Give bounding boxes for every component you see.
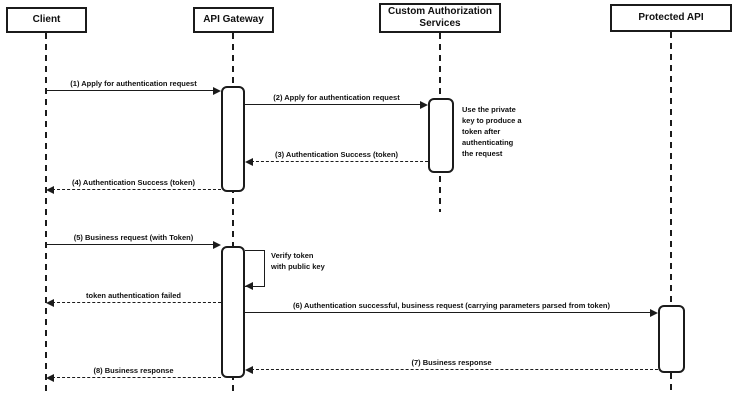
arrowhead-left-icon [245,282,253,290]
actor-box-custom-authorization-services: Custom Authorization Services [379,3,501,33]
arrowhead-left-icon [245,365,253,374]
actor-label: API Gateway [203,14,264,26]
message-line [46,244,215,245]
self-message-label: Verify token with public key [271,250,325,272]
self-message-loop [245,250,265,287]
arrowhead-right-icon [213,240,221,249]
activation-bar-protected-api [658,305,685,373]
note-text-line: authenticating [462,138,514,147]
message-line [245,312,652,313]
activation-bar-api-gateway [221,246,245,378]
message-line [52,302,221,303]
actor-label: Client [32,14,61,26]
message-label: (6) Authentication successful, business … [293,301,610,310]
message-label: token authentication failed [85,291,182,300]
arrowhead-left-icon [46,298,54,307]
message-line [251,161,428,162]
message-label: (7) Business response [411,358,492,367]
message-line [251,369,658,370]
note-text-line: key to produce a [462,116,522,125]
lifeline-protected-api [670,32,672,394]
message-line [52,377,221,378]
note-text: Use the private key to produce a token aft… [462,104,542,159]
lifeline-api-gateway [232,33,234,396]
message-line [52,189,221,190]
arrowhead-right-icon [213,86,221,95]
arrowhead-left-icon [46,185,54,194]
arrowhead-right-icon [650,308,658,317]
message-label: (4) Authentication Success (token) [71,178,196,187]
message-line [245,104,422,105]
message-line [46,90,215,91]
actor-box-client: Client [6,7,87,33]
arrowhead-right-icon [420,100,428,109]
note-text-line: Use the private [462,105,516,114]
activation-bar-custom-authorization-services [428,98,454,173]
actor-label: Custom Authorization Services [387,6,493,29]
actor-box-api-gateway: API Gateway [193,7,274,33]
note-text-line: the request [462,149,503,158]
lifeline-client [45,33,47,396]
self-message-label-line: with public key [271,262,325,271]
message-label: (2) Apply for authentication request [273,93,400,102]
activation-bar-api-gateway [221,86,245,192]
arrowhead-left-icon [46,373,54,382]
message-label: (3) Authentication Success (token) [274,150,399,159]
note-text-line: token after [462,127,501,136]
actor-box-protected-api: Protected API [610,4,732,32]
self-message-label-line: Verify token [271,251,314,260]
arrowhead-left-icon [245,157,253,166]
message-label: (8) Business response [93,366,174,375]
message-label: (1) Apply for authentication request [70,79,197,88]
message-label: (5) Business request (with Token) [73,233,194,242]
actor-label: Protected API [638,12,704,24]
